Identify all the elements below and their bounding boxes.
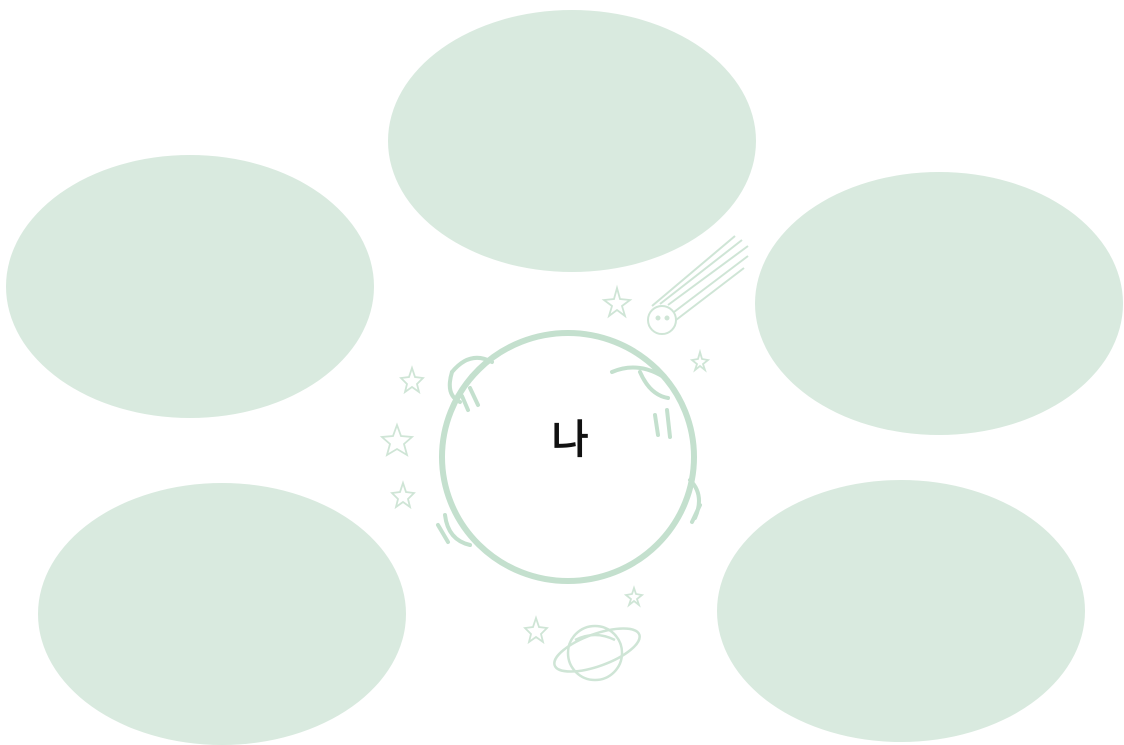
center-label: 나 — [470, 420, 670, 460]
planet-icon — [549, 620, 645, 681]
comet-icon — [648, 236, 748, 334]
